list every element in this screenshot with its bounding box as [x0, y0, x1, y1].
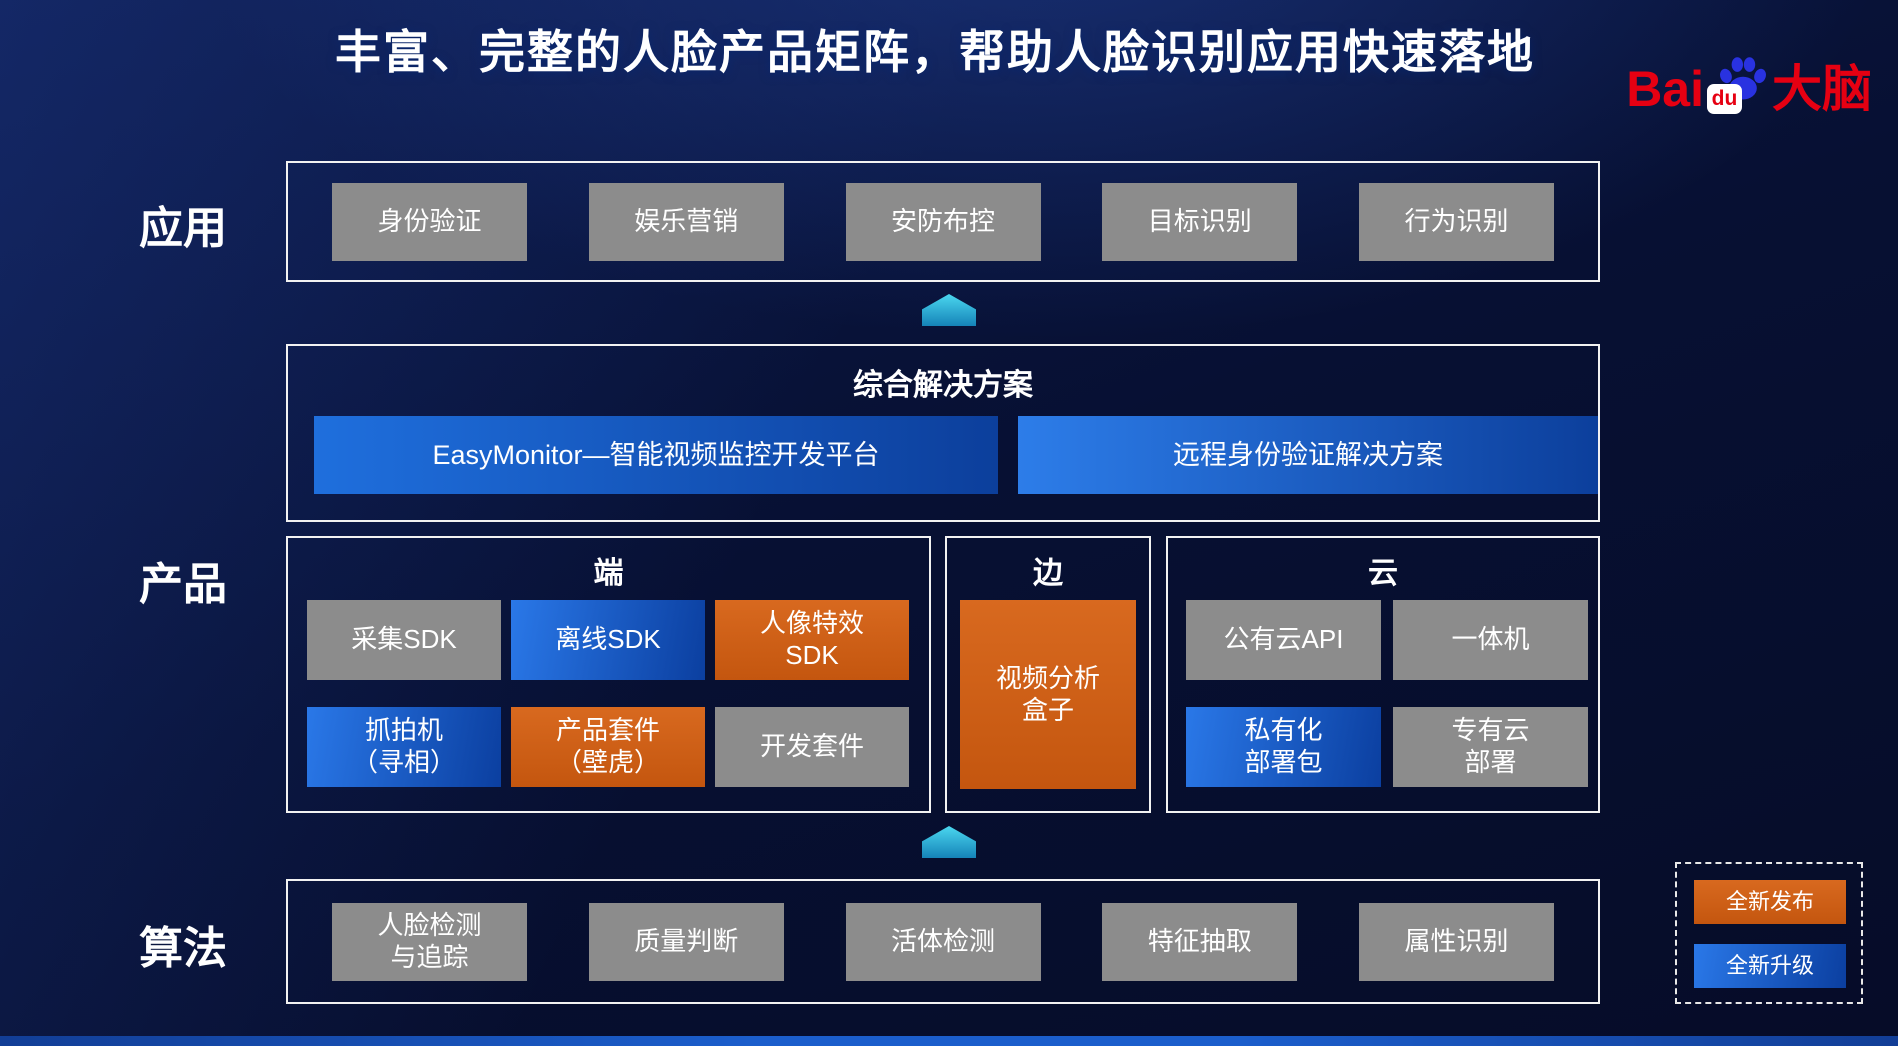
product-item-video-analysis-box: 视频分析 盒子 — [960, 600, 1136, 789]
footer-bar — [0, 1036, 1898, 1046]
legend-item-new-upgrade: 全新升级 — [1694, 944, 1846, 988]
product-group-terminal: 端 采集SDK 离线SDK 人像特效 SDK 抓拍机 （寻相） 产品套件 （壁虎… — [286, 536, 931, 813]
algorithm-item-feature-extraction: 特征抽取 — [1102, 902, 1298, 981]
product-group-title-terminal: 端 — [593, 557, 624, 590]
product-item-capture-camera: 抓拍机 （寻相） — [307, 707, 501, 787]
product-item-private-deploy: 私有化 部署包 — [1186, 707, 1381, 787]
layer-label-application: 应用 — [139, 204, 227, 253]
product-item-dev-kit: 开发套件 — [715, 707, 909, 787]
product-item-all-in-one: 一体机 — [1393, 600, 1588, 680]
product-item-portrait-fx-sdk: 人像特效 SDK — [715, 600, 909, 680]
algorithm-item-attribute-recognition: 属性识别 — [1359, 902, 1554, 981]
solution-item-easymonitor: EasyMonitor—智能视频监控开发平台 — [314, 416, 998, 494]
product-group-edge: 边 视频分析 盒子 — [945, 536, 1151, 813]
algorithm-panel: 人脸检测 与追踪 质量判断 活体检测 特征抽取 属性识别 — [286, 879, 1600, 1004]
logo-du-mark: du — [1707, 54, 1769, 114]
application-panel: 身份验证 娱乐营销 安防布控 目标识别 行为识别 — [286, 161, 1600, 282]
product-item-product-kit: 产品套件 （壁虎） — [511, 707, 705, 787]
legend: 全新发布 全新升级 — [1675, 862, 1863, 1004]
application-item-identity-verification: 身份验证 — [332, 182, 527, 261]
up-arrow-icon — [922, 826, 976, 858]
application-item-behavior-recognition: 行为识别 — [1359, 182, 1554, 261]
application-item-target-recognition: 目标识别 — [1102, 182, 1298, 261]
application-item-security-monitoring: 安防布控 — [845, 182, 1041, 261]
logo-text-brain: 大脑 — [1772, 61, 1872, 117]
layer-label-algorithm: 算法 — [139, 924, 227, 973]
product-item-dedicated-cloud: 专有云 部署 — [1393, 707, 1588, 787]
product-item-offline-sdk: 离线SDK — [511, 600, 705, 680]
up-arrow-icon — [922, 294, 976, 326]
solution-title: 综合解决方案 — [853, 369, 1033, 402]
terminal-grid: 采集SDK 离线SDK 人像特效 SDK 抓拍机 （寻相） 产品套件 （壁虎） … — [307, 600, 909, 787]
product-item-public-cloud-api: 公有云API — [1186, 600, 1381, 680]
algorithm-item-liveness-detection: 活体检测 — [845, 902, 1041, 981]
layer-label-product: 产品 — [139, 560, 227, 609]
solution-panel: 综合解决方案 EasyMonitor—智能视频监控开发平台 远程身份验证解决方案 — [286, 344, 1600, 522]
logo-text-bai: Bai — [1626, 61, 1704, 117]
product-group-cloud: 云 公有云API 一体机 私有化 部署包 专有云 部署 — [1166, 536, 1600, 813]
algorithm-item-quality-judgment: 质量判断 — [588, 902, 784, 981]
product-group-title-cloud: 云 — [1368, 557, 1398, 590]
application-item-entertainment-marketing: 娱乐营销 — [588, 182, 784, 261]
solution-item-remote-identity: 远程身份验证解决方案 — [1018, 416, 1598, 494]
cloud-grid: 公有云API 一体机 私有化 部署包 专有云 部署 — [1186, 600, 1588, 787]
baidu-brain-logo: Bai du 大脑 — [1626, 54, 1872, 114]
legend-item-new-release: 全新发布 — [1694, 880, 1846, 924]
algorithm-item-face-detection-tracking: 人脸检测 与追踪 — [332, 902, 527, 981]
page-title: 丰富、完整的人脸产品矩阵，帮助人脸识别应用快速落地 — [335, 26, 1535, 78]
logo-text-du: du — [1707, 84, 1742, 114]
product-item-capture-sdk: 采集SDK — [307, 600, 501, 680]
product-group-title-edge: 边 — [1033, 557, 1063, 590]
